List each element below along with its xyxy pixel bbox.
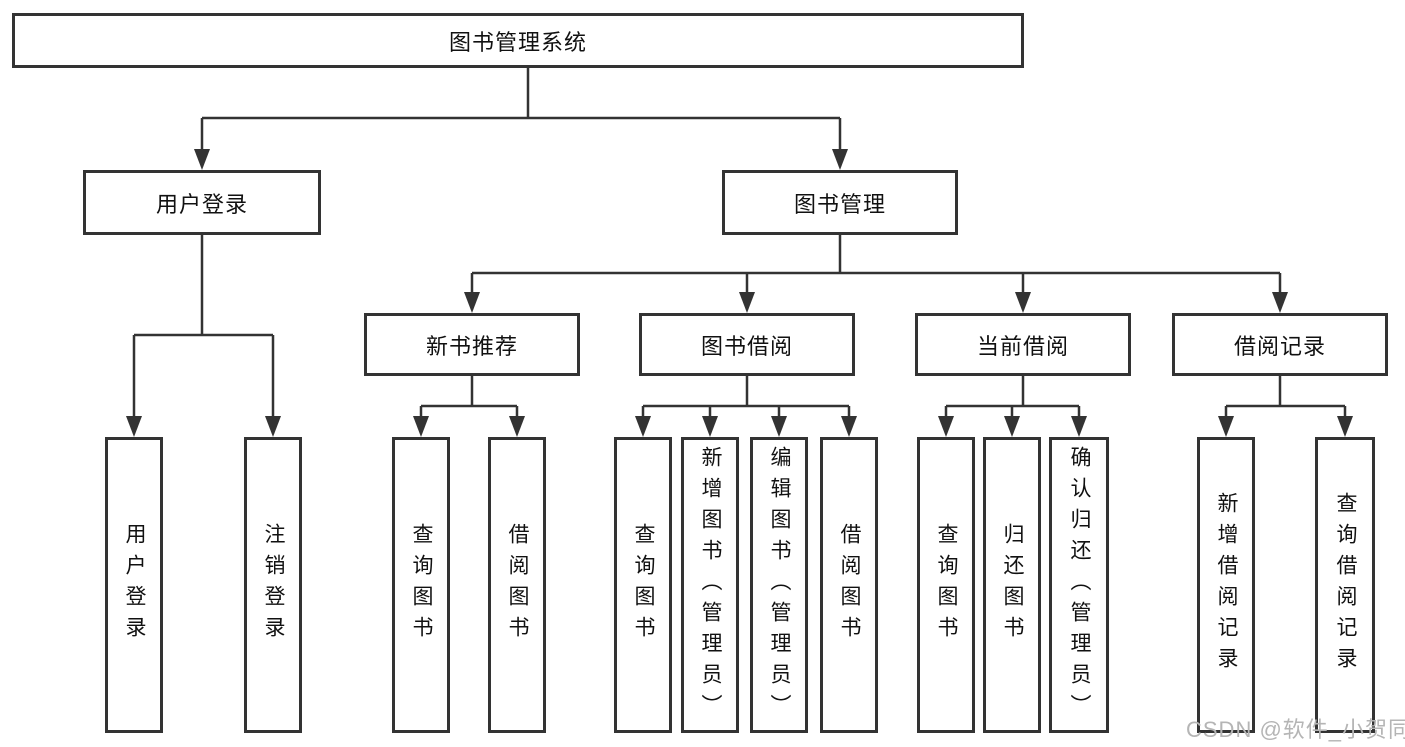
leaf-edit-books-admin: 编辑图书（管理员） xyxy=(750,437,808,733)
node-borrowing-records: 借阅记录 xyxy=(1172,313,1388,376)
node-new-book-recommendation: 新书推荐 xyxy=(364,313,580,376)
node-library-management-system: 图书管理系统 xyxy=(12,13,1024,68)
leaf-logout: 注销登录 xyxy=(244,437,302,733)
node-user-login: 用户登录 xyxy=(83,170,321,235)
node-book-management: 图书管理 xyxy=(722,170,958,235)
leaf-borrow-books: 借阅图书 xyxy=(820,437,878,733)
leaf-query-borrow-record: 查询借阅记录 xyxy=(1315,437,1375,733)
node-current-borrowing: 当前借阅 xyxy=(915,313,1131,376)
csdn-watermark: CSDN @软件_小贺同学 xyxy=(1186,717,1405,742)
leaf-return-books: 归还图书 xyxy=(983,437,1041,733)
leaf-query-books-recommend: 查询图书 xyxy=(392,437,450,733)
leaf-confirm-return-admin: 确认归还（管理员） xyxy=(1049,437,1109,733)
leaf-add-books-admin: 新增图书（管理员） xyxy=(681,437,739,733)
leaf-borrow-books-recommend: 借阅图书 xyxy=(488,437,546,733)
leaf-add-borrow-record: 新增借阅记录 xyxy=(1197,437,1255,733)
arrowheads xyxy=(126,149,1353,437)
leaf-user-login: 用户登录 xyxy=(105,437,163,733)
node-book-borrowing: 图书借阅 xyxy=(639,313,855,376)
leaf-query-books-current: 查询图书 xyxy=(917,437,975,733)
leaf-query-books-borrow: 查询图书 xyxy=(614,437,672,733)
